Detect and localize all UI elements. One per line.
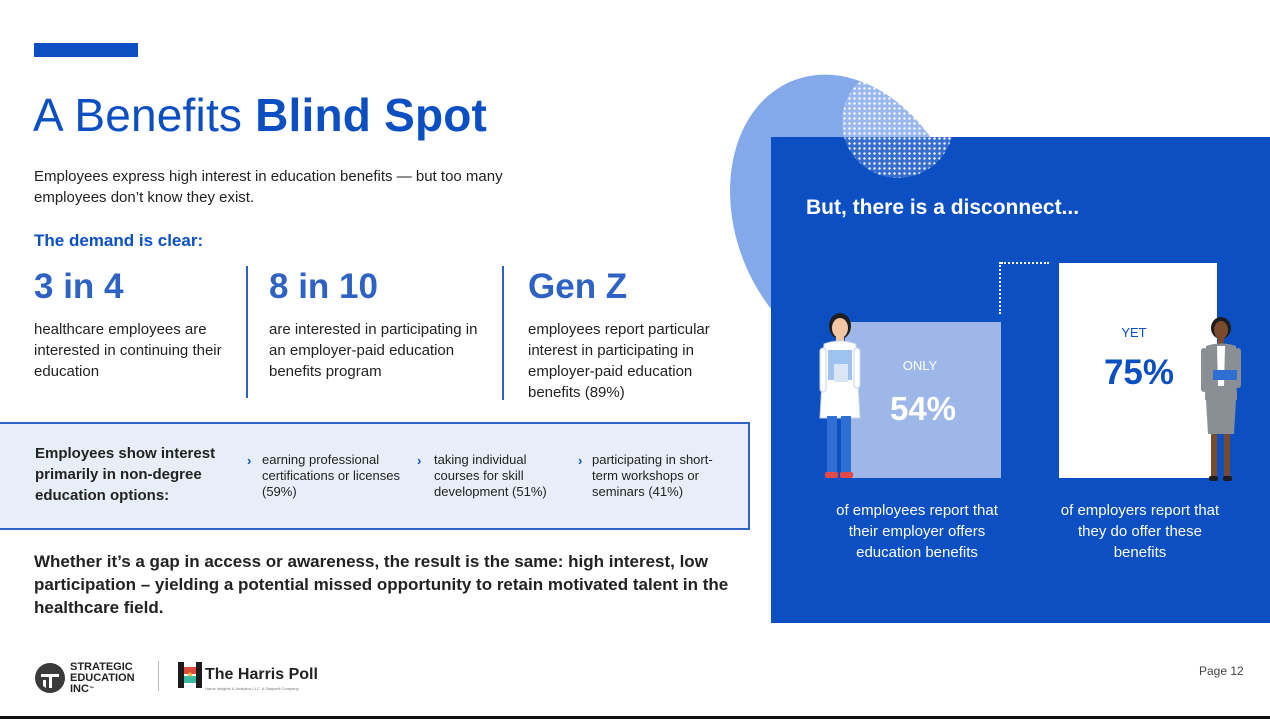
footer-rule — [0, 716, 1270, 719]
page-number: Page 12 — [1199, 664, 1244, 678]
strategic-education-wordmark: STRATEGIC EDUCATION INC™ — [70, 662, 135, 695]
conclusion-text: Whether it’s a gap in access or awarenes… — [34, 552, 729, 617]
disconnect-heading: But, there is a disconnect... — [806, 196, 1080, 219]
intro-text: Employees express high interest in educa… — [34, 168, 503, 206]
employers-caption: of employers report that they do offer t… — [1060, 502, 1220, 561]
interest-heading: Employees show interest primarily in non… — [35, 445, 216, 504]
stat-description: healthcare employees are interested in c… — [34, 321, 222, 380]
footer-logo-divider — [158, 661, 159, 691]
top-accent-bar — [34, 43, 138, 57]
employers-label: YET — [1121, 325, 1147, 340]
stat-block-2: 8 in 10 are interested in participating … — [269, 265, 487, 382]
title-bold: Blind Spot — [255, 89, 488, 141]
sei-line-text: INC — [70, 683, 89, 695]
sei-line: STRATEGIC — [70, 661, 133, 673]
stat-block-3: Gen Z employees report particular intere… — [528, 265, 738, 403]
demand-heading: The demand is clear: — [34, 231, 204, 250]
page-title: A Benefits Blind Spot — [33, 88, 487, 142]
dotted-connector — [1001, 262, 1049, 264]
stat-value: Gen Z — [528, 267, 628, 306]
stat-description: are interested in participating in an em… — [269, 321, 478, 380]
sei-line: EDUCATION — [70, 672, 135, 684]
interest-option-1: earning professional certifications or l… — [262, 452, 400, 499]
title-light: A Benefits — [33, 89, 243, 141]
interest-box — [0, 422, 750, 530]
chevron-right-icon: › — [247, 453, 252, 468]
trademark-symbol: ™ — [88, 686, 94, 692]
employers-bar — [1059, 263, 1217, 478]
stat-divider — [502, 266, 504, 400]
harris-poll-subtitle: Harris Insights & Analytics LLC, A Stagw… — [205, 686, 299, 691]
decorative-dot-pattern — [842, 66, 954, 178]
stat-value: 8 in 10 — [269, 267, 378, 306]
strategic-education-logo-icon — [35, 663, 65, 693]
employees-label: ONLY — [902, 358, 938, 373]
sei-line: INC™ — [70, 684, 135, 695]
employees-value: 54% — [889, 390, 957, 427]
harris-poll-logo-icon — [178, 662, 202, 688]
employees-caption: of employees report that their employer … — [836, 502, 998, 561]
interest-option-3: participating in short-term workshops or… — [592, 452, 713, 499]
stat-divider — [246, 266, 248, 398]
stat-block-1: 3 in 4 healthcare employees are interest… — [34, 265, 234, 382]
chevron-right-icon: › — [578, 453, 583, 468]
chevron-right-icon: › — [417, 453, 422, 468]
dotted-connector — [999, 262, 1001, 314]
stat-value: 3 in 4 — [34, 267, 124, 306]
stat-description: employees report particular interest in … — [528, 321, 710, 401]
interest-option-2: taking individual courses for skill deve… — [434, 452, 547, 499]
businesswoman-illustration — [1201, 317, 1241, 481]
employees-bar — [845, 322, 1001, 478]
employers-value: 75% — [1103, 353, 1175, 392]
harris-poll-name: The Harris Poll — [205, 666, 318, 683]
doctor-illustration — [819, 313, 861, 478]
